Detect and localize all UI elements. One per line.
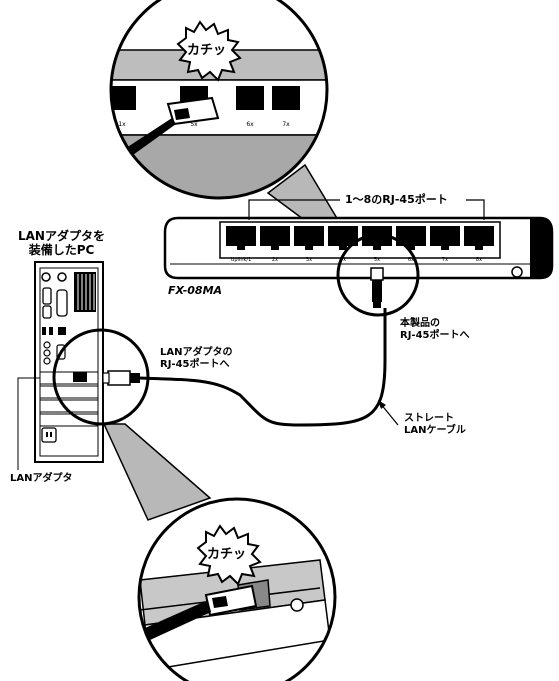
- hub-port-label: 2x: [272, 257, 278, 263]
- lan-cable: [102, 308, 387, 427]
- zoom-top: 1x 5x 6x 7x: [109, 0, 329, 200]
- hub-port-label: 7x: [442, 257, 448, 263]
- hub-port: 7x: [430, 226, 460, 263]
- rj45-plug-icon: [145, 584, 258, 640]
- hub-port-label: 8x: [476, 257, 482, 263]
- zoom-connector-bottom: [102, 423, 212, 521]
- adapter-port-label: LANアダプタの RJ-45ポートへ: [160, 347, 232, 371]
- rj45-plug-icon: [120, 96, 220, 160]
- pc-tower-icon: [34, 261, 104, 463]
- cable-line2: LANケーブル: [404, 425, 466, 436]
- hub-port: 6x: [396, 226, 426, 263]
- pc-title-line2: 装備したPC: [28, 243, 95, 258]
- ports-range-label: 1～8のRJ-45ポート: [345, 193, 448, 206]
- rj45-plug-icon: [370, 267, 384, 308]
- hub-port: 2x: [260, 226, 290, 263]
- hub-port: 3x: [294, 226, 324, 263]
- zoom-port-label: 7x: [282, 121, 290, 128]
- adapter-port-line2: RJ-45ポートへ: [160, 359, 230, 370]
- hub-port-label: 5x: [374, 257, 380, 263]
- hub-port: 8x: [464, 226, 494, 263]
- lan-adapter-label: LANアダプタ: [10, 473, 73, 484]
- pc-title-line1: LANアダプタを: [18, 229, 105, 243]
- adapter-port-line1: LANアダプタの: [160, 347, 233, 358]
- hub-port-label: 6x: [408, 257, 414, 263]
- zoom-port: 7x: [272, 86, 300, 128]
- hub-port-label: 本製品の RJ-45ポートへ: [400, 318, 470, 342]
- cable-label: ストレート LANケーブル: [404, 413, 466, 437]
- arrow-icon: [378, 400, 399, 426]
- hub-port: Uplink/1: [226, 226, 256, 263]
- rj45-plug-icon: [102, 370, 140, 386]
- model-name: FX-08MA: [168, 284, 223, 297]
- hub-port-label: 3x: [306, 257, 312, 263]
- starburst-icon: [196, 524, 262, 586]
- hub-port-group: Uplink/1 2x 3x 4x 5x 6x 7x 8x: [226, 226, 494, 263]
- cable-line1: ストレート: [404, 413, 454, 424]
- click-label-top: カチッ: [187, 43, 227, 58]
- zoom-port: 1x: [111, 86, 136, 128]
- pc-title: LANアダプタを 装備したPC: [18, 229, 105, 258]
- starburst-icon: [176, 20, 242, 82]
- zoom-port-label: 6x: [246, 121, 254, 128]
- port-range-bracket: [248, 199, 485, 220]
- zoom-port-label: 1x: [118, 121, 126, 128]
- lan-adapter-leader: [17, 377, 40, 470]
- hub-port-label: 4x: [340, 257, 346, 263]
- hub-port-label: Uplink/1: [231, 257, 252, 263]
- hub-port-line1: 本製品の: [400, 318, 440, 329]
- zoom-port: 6x: [236, 86, 264, 128]
- click-label-bottom: カチッ: [207, 547, 247, 562]
- zoom-port-label: 5x: [190, 121, 198, 128]
- hub-icon: Uplink/1 2x 3x 4x 5x 6x 7x 8x: [163, 216, 554, 280]
- hub-port-line2: RJ-45ポートへ: [400, 330, 470, 341]
- zoom-bottom: [137, 497, 337, 681]
- hub-port-magnifier: [336, 233, 420, 317]
- hub-port: 4x: [328, 226, 358, 263]
